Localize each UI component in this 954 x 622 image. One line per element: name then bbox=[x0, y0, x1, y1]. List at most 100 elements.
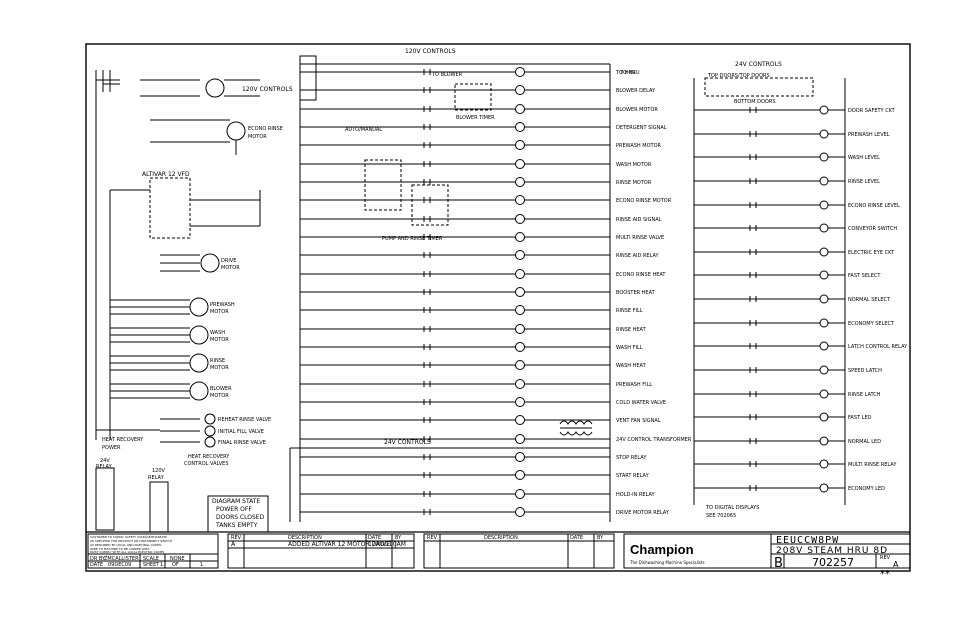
of-value: 1 bbox=[200, 562, 203, 568]
ladder-load-coil bbox=[819, 436, 829, 446]
rev-header: REV. bbox=[231, 535, 242, 541]
ladder-label: PREWASH MOTOR bbox=[616, 143, 662, 149]
ladder-load-coil bbox=[515, 287, 525, 297]
motor-label-econo-b: MOTOR bbox=[248, 134, 267, 140]
sheet-label: SHEET bbox=[143, 562, 160, 568]
ladder-load-coil bbox=[515, 434, 525, 444]
ladder-label: NORMAL LED bbox=[848, 439, 881, 445]
sheet-value: 1 bbox=[160, 562, 163, 568]
ladder-load-coil bbox=[515, 305, 525, 315]
valve-label-heat-recovery: HEAT RECOVERY bbox=[188, 454, 230, 460]
valve-label-final: FINAL RINSE VALVE bbox=[218, 440, 266, 446]
ladder-label: ECONOMY SELECT bbox=[848, 321, 895, 327]
ladder-load-coil bbox=[515, 159, 525, 169]
diagram-state-text: DIAGRAM STATE POWER OFF DOORS CLOSED TAN… bbox=[212, 498, 265, 529]
ladder-label: MULTI RINSE RELAY bbox=[848, 462, 897, 468]
timer-block-2 bbox=[411, 184, 449, 226]
pcb-block bbox=[299, 55, 317, 101]
motor-label-econo: ECONO RINSE bbox=[248, 126, 283, 132]
motor-label-drive: DRIVE bbox=[221, 258, 236, 264]
title-left-120v: 120V CONTROLS bbox=[242, 86, 293, 93]
motor-label-blower: BLOWER bbox=[210, 386, 232, 392]
ladder-label: RINSE LEVEL bbox=[848, 179, 880, 185]
blower-timer-label: BLOWER TIMER bbox=[456, 115, 495, 121]
ladder-load-coil bbox=[819, 270, 829, 280]
of-label: OF bbox=[172, 562, 179, 568]
vfd-block bbox=[149, 177, 191, 239]
diagram-state-line3: TANKS EMPTY bbox=[215, 522, 258, 529]
ladder-load-coil bbox=[515, 470, 525, 480]
ladder-load-coil bbox=[515, 214, 525, 224]
ladder-load-coil bbox=[819, 483, 829, 493]
ladder-load-coil bbox=[515, 452, 525, 462]
ladder-label: RINSE AID SIGNAL bbox=[616, 217, 662, 223]
drawing-subtitle: 208V STEAM HRU 8D bbox=[776, 546, 888, 556]
ladder-label: ECONOMY LED bbox=[848, 486, 885, 492]
to-digital-label: TO DIGITAL DISPLAYS bbox=[705, 505, 759, 511]
blower-timer-block bbox=[454, 83, 492, 111]
motor-label-blower-b: MOTOR bbox=[210, 393, 229, 399]
rev-header: BY bbox=[395, 535, 402, 541]
ladder-center-rungs bbox=[300, 71, 610, 513]
rev-header: DATE bbox=[570, 535, 583, 541]
ladder-label: DRIVE MOTOR RELAY bbox=[616, 510, 670, 516]
control-transformer bbox=[559, 420, 593, 436]
ladder-load-coil bbox=[819, 318, 829, 328]
ladder-load-coil bbox=[515, 232, 525, 242]
to-hru-label: TO HRU bbox=[619, 70, 640, 76]
title-right-24v: 24V CONTROLS bbox=[735, 61, 782, 68]
motor-label-prewash: PREWASH bbox=[210, 302, 235, 308]
ladder-label: RINSE AID RELAY bbox=[616, 253, 660, 259]
relay-24v-label-b: RELAY bbox=[96, 464, 113, 470]
ladder-label: WASH HEAT bbox=[616, 363, 647, 369]
ladder-load-coil bbox=[515, 67, 525, 77]
ladder-label: WASH FILL bbox=[616, 345, 643, 351]
ladder-load-coil bbox=[515, 507, 525, 517]
auto-manual-label: AUTO/MANUAL bbox=[345, 127, 382, 133]
ladder-label: FAST LED bbox=[848, 415, 872, 421]
ladder-label: RINSE LATCH bbox=[848, 392, 881, 398]
motor-label-drive-b: MOTOR bbox=[221, 265, 240, 271]
ladder-label: STOP RELAY bbox=[616, 455, 647, 461]
ladder-label: DETERGENT SIGNAL bbox=[616, 125, 667, 131]
section-titles: 120V CONTROLS 120V CONTROLS 24V CONTROLS… bbox=[96, 48, 782, 519]
dr-by-value: ZMCALLISTER bbox=[104, 556, 139, 562]
brand-name: Champion bbox=[630, 542, 694, 557]
left-valve-labels: REHEAT RINSE VALVE INITIAL FILL VALVE FI… bbox=[184, 417, 271, 467]
note-line1: CUSTOMER TO SUPPLY SAFETY VOLTAGE/PHASE/… bbox=[90, 535, 167, 539]
ladder-load-coil bbox=[515, 85, 525, 95]
title-vfd: ALTIVAR 12 VFD bbox=[142, 171, 190, 178]
ladder-center-loads bbox=[423, 67, 525, 517]
rev-label: REV bbox=[880, 555, 891, 561]
bottom-doors-label: BOTTOM DOORS bbox=[734, 99, 776, 105]
ladder-label: LATCH CONTROL RELAY bbox=[848, 344, 908, 350]
drawing-border bbox=[85, 43, 911, 572]
ladder-label: 24V CONTROL TRANSFORMER bbox=[616, 437, 692, 443]
ladder-label: RINSE MOTOR bbox=[616, 180, 652, 186]
ladder-load-coil bbox=[819, 365, 829, 375]
motor-label-rinse-b: MOTOR bbox=[210, 365, 229, 371]
title-top-120v: 120V CONTROLS bbox=[405, 48, 456, 55]
rev-cell: ADDED ALTIVAR 12 MOTOR DRIVE bbox=[288, 541, 390, 548]
ladder-load-coil bbox=[515, 360, 525, 370]
diagram-state-line2: DOORS CLOSED bbox=[216, 514, 265, 521]
ladder-label: ELECTRIC EYE CKT bbox=[848, 250, 895, 256]
valve-label-reheat: REHEAT RINSE VALVE bbox=[218, 417, 271, 423]
motor-labels: DRIVE MOTOR PREWASH MOTOR WASH MOTOR RIN… bbox=[210, 126, 283, 399]
top-doors-label: TOP DOORS/TOP DOORS bbox=[707, 73, 770, 79]
rev-header: DESCRIPTION bbox=[288, 535, 322, 541]
ladder-load-coil bbox=[819, 105, 829, 115]
motor-contactor-group bbox=[110, 297, 209, 401]
scale-value: NONE bbox=[170, 556, 185, 562]
relay-24v-label: 24V bbox=[100, 458, 110, 464]
valve-label-initial: INITIAL FILL VALVE bbox=[218, 429, 264, 435]
rev-header: DESCRIPTION bbox=[484, 535, 518, 541]
ladder-load-coil bbox=[515, 195, 525, 205]
ladder-label: NORMAL SELECT bbox=[848, 297, 891, 303]
note-line4: WIRE TO MACHINE TO BE COPPER ONLY bbox=[90, 547, 150, 551]
ladder-load-coil bbox=[515, 140, 525, 150]
